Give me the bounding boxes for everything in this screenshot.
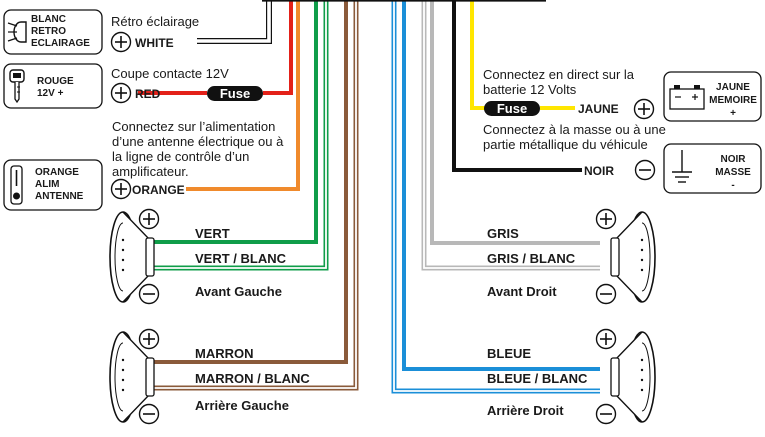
memory-box-line-2: MEMOIRE bbox=[709, 95, 757, 106]
yellow-fuse: Fuse bbox=[484, 101, 540, 116]
ignition-description: Coupe contacte 12V bbox=[111, 66, 229, 81]
red-fuse-label: Fuse bbox=[220, 86, 250, 101]
speaker-front-left-labels: VERT VERT / BLANC Avant Gauche bbox=[195, 226, 287, 299]
backlight-box-line-1: BLANC bbox=[31, 14, 66, 25]
rear-right-caption: Arrière Droit bbox=[487, 403, 564, 418]
plus-sign-icon bbox=[110, 178, 132, 200]
gray-white-wire-label: GRIS / BLANC bbox=[487, 251, 576, 266]
ground-box-line-2: MASSE bbox=[715, 167, 751, 178]
minus-sign-icon bbox=[595, 283, 617, 305]
speaker-rear-right bbox=[610, 331, 656, 423]
front-left-caption: Avant Gauche bbox=[195, 284, 282, 299]
memory-box-line-1: JAUNE bbox=[716, 82, 750, 93]
rear-left-caption: Arrière Gauche bbox=[195, 398, 289, 413]
speaker-rear-left-labels: MARRON MARRON / BLANC Arrière Gauche bbox=[195, 346, 310, 413]
backlight-box-line-2: RETRO bbox=[31, 26, 66, 37]
speaker-rear-left bbox=[109, 328, 160, 425]
antenna-box-line-1: ORANGE bbox=[35, 167, 79, 178]
speaker-front-right bbox=[610, 211, 656, 303]
antenna-description-line-1: Connectez sur l’alimentation bbox=[112, 119, 275, 134]
gray-wire-label: GRIS bbox=[487, 226, 519, 241]
brown-white-wire-label: MARRON / BLANC bbox=[195, 371, 310, 386]
minus-sign-icon bbox=[595, 403, 617, 425]
orange-wire-section: ORANGE ALIM ANTENNE Connectez sur l’alim… bbox=[3, 119, 284, 211]
ignition-box-line-1: ROUGE bbox=[37, 76, 74, 87]
wire-orange bbox=[186, 0, 300, 191]
speaker-icon bbox=[109, 331, 155, 423]
speaker-front-left bbox=[109, 208, 160, 305]
battery-description-line-2: batterie 12 Volts bbox=[483, 82, 577, 97]
black-wire-section: Connectez à la masse ou à une partie mét… bbox=[483, 122, 762, 194]
speaker-rear-right-labels: BLEUE BLEUE / BLANC Arrière Droit bbox=[487, 346, 588, 418]
ignition-box-line-2: 12V + bbox=[37, 88, 64, 99]
white-wire-section: BLANC RETRO ECLAIRAGE Rétro éclairage WH… bbox=[3, 9, 199, 55]
plus-sign-icon bbox=[633, 98, 655, 120]
speaker-icon bbox=[610, 211, 656, 303]
plus-sign-icon bbox=[595, 208, 617, 230]
wire-brown bbox=[154, 0, 348, 364]
antenna-description-line-2: d’une antenne électrique ou à bbox=[112, 134, 284, 149]
wire-white bbox=[197, 0, 272, 44]
antenna-box-line-2: ALIM bbox=[35, 179, 59, 190]
blue-white-wire-label: BLEUE / BLANC bbox=[487, 371, 588, 386]
wire-yellow bbox=[470, 0, 486, 110]
yellow-wire-label: JAUNE bbox=[578, 102, 619, 116]
backlight-description: Rétro éclairage bbox=[111, 14, 199, 29]
minus-sign-icon bbox=[138, 403, 160, 425]
black-wire-label: NOIR bbox=[584, 164, 614, 178]
antenna-icon bbox=[10, 165, 23, 205]
plus-sign-icon bbox=[110, 82, 132, 104]
speaker-icon bbox=[109, 211, 155, 303]
speaker-icon bbox=[610, 331, 656, 423]
minus-sign-icon bbox=[634, 159, 656, 181]
ground-description-line-1: Connectez à la masse ou à une bbox=[483, 122, 666, 137]
ground-icon bbox=[672, 150, 692, 183]
speaker-front-right-labels: GRIS GRIS / BLANC Avant Droit bbox=[487, 226, 576, 299]
front-right-caption: Avant Droit bbox=[487, 284, 557, 299]
brown-wire-label: MARRON bbox=[195, 346, 254, 361]
ignition-box bbox=[3, 63, 103, 109]
antenna-description-line-3: la ligne de contrôle d’un bbox=[112, 149, 249, 164]
plus-sign-icon bbox=[138, 328, 160, 350]
red-wire-section: ROUGE 12V + Coupe contacte 12V RED Fuse bbox=[3, 63, 263, 109]
antenna-description-line-4: amplificateur. bbox=[112, 164, 189, 179]
lamp-icon bbox=[7, 21, 27, 43]
antenna-box-line-3: ANTENNE bbox=[35, 191, 84, 202]
ignition-key-icon bbox=[9, 69, 25, 104]
memory-box-line-3: + bbox=[730, 108, 736, 119]
red-wire-label: RED bbox=[135, 87, 161, 101]
ground-box-line-3: - bbox=[731, 180, 734, 191]
wire-black bbox=[452, 0, 582, 172]
orange-wire-label: ORANGE bbox=[132, 183, 185, 197]
wire-green bbox=[154, 0, 318, 244]
wire-blue bbox=[402, 0, 600, 371]
green-white-wire-label: VERT / BLANC bbox=[195, 251, 287, 266]
yellow-fuse-label: Fuse bbox=[497, 101, 527, 116]
backlight-box bbox=[3, 9, 103, 55]
backlight-box-line-3: ECLAIRAGE bbox=[31, 38, 90, 49]
antenna-box bbox=[3, 159, 103, 211]
battery-icon bbox=[669, 85, 705, 110]
battery-description-line-1: Connectez en direct sur la bbox=[483, 67, 635, 82]
red-fuse: Fuse bbox=[207, 86, 263, 101]
wire-gray bbox=[430, 0, 600, 245]
ground-box bbox=[663, 143, 762, 194]
yellow-wire-section: Connectez en direct sur la batterie 12 V… bbox=[483, 67, 762, 122]
plus-sign-icon bbox=[110, 31, 132, 53]
wires bbox=[138, 0, 600, 394]
white-wire-label: WHITE bbox=[135, 36, 174, 50]
blue-wire-label: BLEUE bbox=[487, 346, 531, 361]
ground-box-line-1: NOIR bbox=[721, 154, 747, 165]
ground-description-line-2: partie métallique du véhicule bbox=[483, 137, 648, 152]
plus-sign-icon bbox=[138, 208, 160, 230]
green-wire-label: VERT bbox=[195, 226, 230, 241]
minus-sign-icon bbox=[138, 283, 160, 305]
plus-sign-icon bbox=[595, 328, 617, 350]
